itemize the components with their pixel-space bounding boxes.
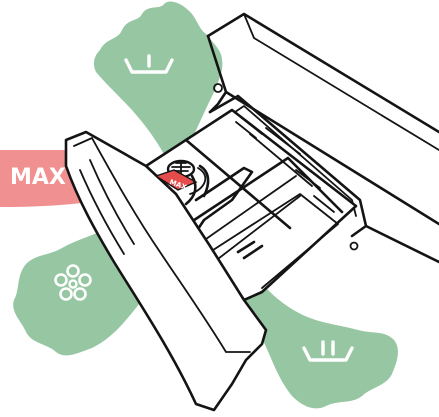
- max-arrow-label: MAX: [10, 165, 66, 190]
- machine-top-edge: [208, 14, 439, 132]
- machine-side-line: [244, 14, 439, 150]
- drawer-hole: [351, 243, 358, 250]
